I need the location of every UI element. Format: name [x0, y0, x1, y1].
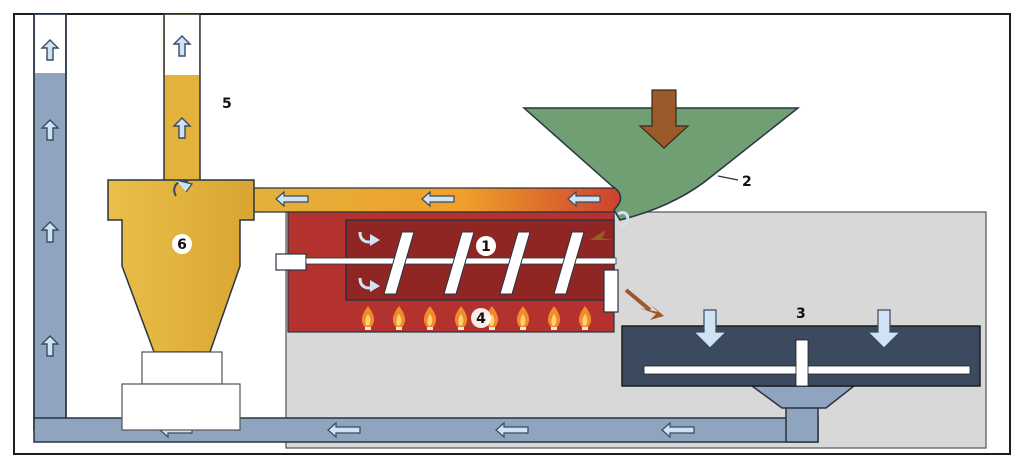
- label-6: 6: [177, 237, 187, 253]
- down-arrow-icon: [692, 309, 728, 349]
- label-2: 2: [742, 174, 752, 190]
- mixer-unit: [621, 309, 981, 387]
- cyclone-stand-upper: [141, 351, 223, 385]
- label-5: 5: [222, 96, 232, 112]
- discharge-arrow-icon: [640, 304, 664, 320]
- label-1: 1: [481, 239, 491, 255]
- feed-hopper: [522, 89, 801, 221]
- curl-arrow-icon: [175, 179, 194, 193]
- leader-line: [717, 175, 739, 181]
- down-arrow-icon: [638, 89, 690, 149]
- drum-flights: [383, 231, 585, 295]
- discharge-gate: [603, 269, 619, 313]
- curl-arrow-icon: [617, 211, 630, 228]
- cyclone-stand-lower: [121, 383, 241, 431]
- drum-shaft-end: [275, 253, 307, 271]
- cyclone-separator: 6: [107, 179, 255, 353]
- burner-row: 4: [361, 306, 592, 330]
- label-3: 3: [796, 306, 806, 322]
- dryer-drum: 1: [275, 211, 619, 333]
- label-4: 4: [476, 311, 486, 327]
- mixer-paddle: [795, 339, 809, 387]
- down-arrow-icon: [866, 309, 902, 349]
- feed-arrow-icon: [590, 230, 612, 240]
